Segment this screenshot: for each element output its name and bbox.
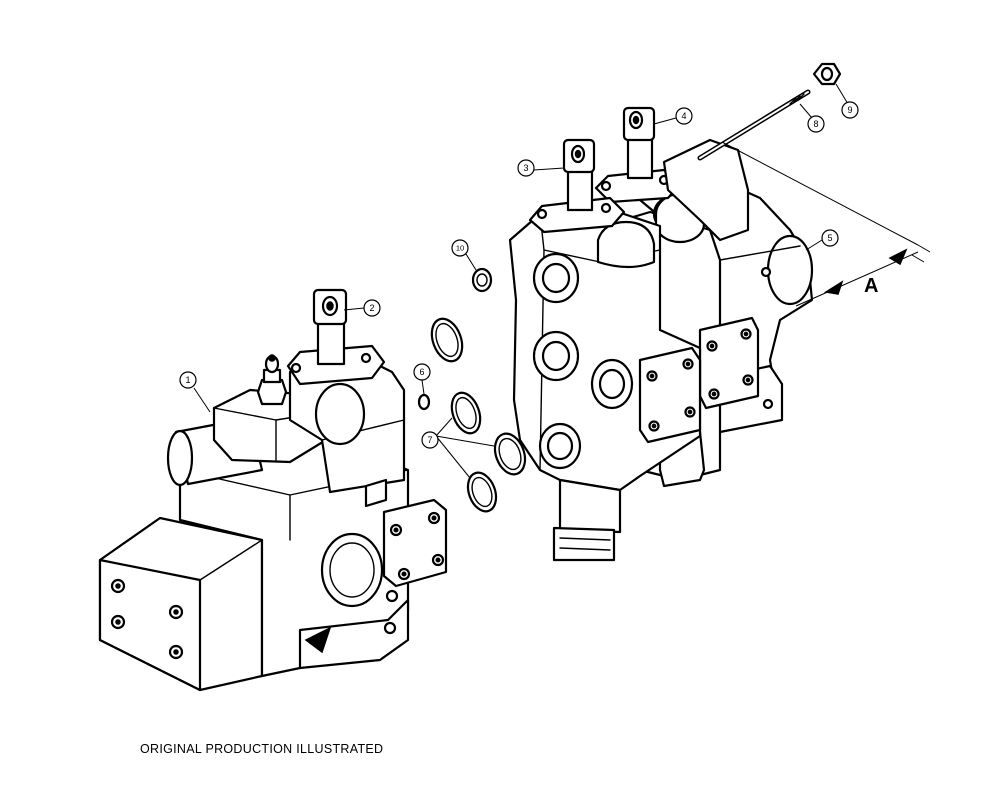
callout-number: 1	[185, 375, 190, 385]
callout-bubble-4: 4	[675, 107, 693, 125]
callout-number: 4	[681, 111, 686, 121]
callout-leaders	[193, 83, 849, 479]
callout-number: 8	[813, 119, 818, 129]
callout-number: 7	[427, 435, 432, 445]
callout-number: 2	[369, 303, 374, 313]
callout-number: 9	[847, 105, 852, 115]
callout-number: 6	[419, 367, 424, 377]
o-ring-seals	[417, 267, 527, 513]
callout-number: 3	[523, 163, 528, 173]
callout-bubble-9: 9	[841, 101, 859, 119]
callout-bubble-1: 1	[179, 371, 197, 389]
callout-number: 10	[456, 244, 464, 253]
callout-bubble-3: 3	[517, 159, 535, 177]
callout-bubble-10: 10	[451, 239, 469, 257]
section-a-indicator: A	[721, 141, 931, 307]
callout-bubble-5: 5	[821, 229, 839, 247]
callout-bubble-7: 7	[421, 431, 439, 449]
inlet-valve-section-assembly	[98, 288, 448, 692]
control-valve-bank-assembly	[508, 62, 842, 562]
section-a-label: A	[864, 275, 878, 297]
diagram-caption: ORIGINAL PRODUCTION ILLUSTRATED	[140, 742, 384, 756]
callout-number: 5	[827, 233, 832, 243]
callout-bubble-8: 8	[807, 115, 825, 133]
callout-bubble-2: 2	[363, 299, 381, 317]
callout-bubble-6: 6	[413, 363, 431, 381]
